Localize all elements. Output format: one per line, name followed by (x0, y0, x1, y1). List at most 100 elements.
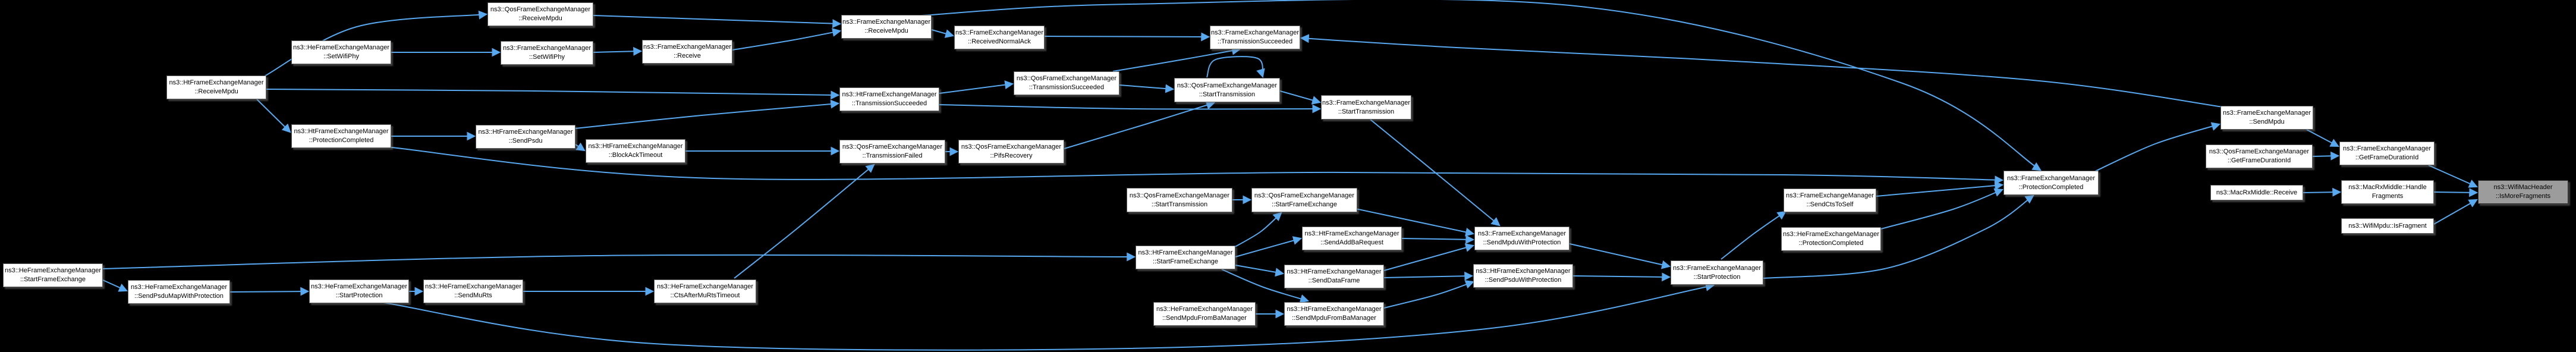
node-fem_scts[interactable]: ns3::FrameExchangeManager::SendCtsToSelf (1784, 188, 1876, 212)
node-fem_ts[interactable]: ns3::FrameExchangeManager::TransmissionS… (1210, 26, 1300, 49)
node-qos_gfdi[interactable]: ns3::QosFrameExchangeManager::GetFrameDu… (2206, 144, 2313, 168)
node-label-line: ns3::HeFrameExchangeManager (130, 284, 228, 291)
edge-ht_pc-fem_pc (386, 146, 2004, 185)
node-fem_recv[interactable]: ns3::FrameExchangeManager::Receive (642, 40, 732, 64)
node-label-line: ns3::HeFrameExchangeManager (656, 283, 754, 291)
node-qos_rmpdu[interactable]: ns3::QosFrameExchangeManager::ReceiveMpd… (487, 2, 593, 26)
edge-fem_rmpdu-fem_rna (931, 29, 955, 38)
node-wm_isfrag[interactable]: ns3::WifiMpdu::IsFragment (2341, 218, 2434, 234)
node-fem_rna[interactable]: ns3::FrameExchangeManager::ReceivedNorma… (954, 26, 1045, 49)
node-label-line: ::CtsAfterMuRtsTimeout (670, 292, 740, 299)
node-qos_st_a[interactable]: ns3::QosFrameExchangeManager::StartTrans… (1174, 78, 1280, 102)
node-he_swp[interactable]: ns3::HeFrameExchangeManager::SetWifiPhy (291, 40, 391, 64)
edge-fem_smwp-fem_sprot (1569, 243, 1671, 269)
node-qos_st_b[interactable]: ns3::QosFrameExchangeManager::StartTrans… (1127, 188, 1232, 212)
node-label-line: ns3::MacRxMiddle::Handle (2348, 184, 2427, 191)
node-he_spmwp[interactable]: ns3::HeFrameExchangeManager::SendPsduMap… (128, 280, 230, 304)
edge-qos_ts-fem_ts (1112, 46, 1241, 72)
edge-fem_swp-fem_recv (593, 46, 643, 56)
node-label-line: ::GetFrameDurationId (2227, 157, 2291, 164)
node-label-line: ::SendPsduMapWithProtection (134, 293, 224, 300)
node-fem_rmpdu[interactable]: ns3::FrameExchangeManager::ReceiveMpdu (841, 15, 932, 39)
node-he_smfbm[interactable]: ns3::HeFrameExchangeManager::SendMpduFro… (1153, 302, 1256, 326)
edge-ht_sdf-ht_spwp (1383, 271, 1474, 281)
node-ht_rmpdu[interactable]: ns3::HtFrameExchangeManager::ReceiveMpdu (166, 76, 266, 99)
node-label-line: ns3::HtFrameExchangeManager (478, 128, 573, 136)
node-label-line: ::IsMoreFragments (2495, 193, 2551, 200)
node-label-line: ::TransmissionSucceeded (851, 100, 927, 107)
node-label-line: ns3::FrameExchangeManager (1211, 29, 1299, 37)
node-ht_bat[interactable]: ns3::HtFrameExchangeManager::BlockAckTim… (586, 139, 685, 163)
node-label-line: ns3::HtFrameExchangeManager (1287, 306, 1382, 313)
node-fem_swp[interactable]: ns3::FrameExchangeManager::SetWifiPhy (501, 41, 593, 65)
edge-ht_ts-fem_st (939, 104, 1322, 114)
node-label-line: ::SendDataFrame (1308, 277, 1360, 284)
node-label-line: ns3::FrameExchangeManager (2223, 109, 2311, 117)
node-qos_tf[interactable]: ns3::QosFrameExchangeManager::Transmissi… (839, 140, 945, 164)
node-label-line: ::PifsRecovery (990, 152, 1033, 159)
node-wmh_imf[interactable]: ns3::WifiMacHeader::IsMoreFragments (2478, 180, 2568, 204)
node-fem_smpdu[interactable]: ns3::FrameExchangeManager::SendMpdu (2220, 106, 2313, 130)
node-label-line: ns3::FrameExchangeManager (842, 18, 930, 26)
node-ht_sfe[interactable]: ns3::HtFrameExchangeManager::StartFrameE… (1136, 246, 1235, 269)
node-ht_sabr[interactable]: ns3::HtFrameExchangeManager::SendAddBaRe… (1302, 227, 1402, 250)
node-qos_pr[interactable]: ns3::QosFrameExchangeManager::PifsRecove… (958, 140, 1064, 164)
node-label-line: ns3::HtFrameExchangeManager (1138, 249, 1233, 257)
node-label-line: ns3::QosFrameExchangeManager (842, 143, 943, 151)
node-ht_spwp[interactable]: ns3::HtFrameExchangeManager::SendPsduWit… (1473, 264, 1573, 288)
node-fem_sprot[interactable]: ns3::FrameExchangeManager::StartProtecti… (1671, 260, 1763, 285)
node-mrm_recv[interactable]: ns3::MacRxMiddle::Receive (2210, 185, 2303, 200)
node-label-line: ::SendMpduFromBaManager (1162, 315, 1247, 322)
edge-fem_rna-fem_ts (1044, 32, 1210, 42)
edge-fem_sprot-fem_scts (1721, 210, 1786, 260)
node-label-line: ns3::WifiMacHeader (2493, 184, 2553, 191)
node-he_sfe[interactable]: ns3::HeFrameExchangeManager::StartFrameE… (3, 263, 103, 287)
edge-fem_gfdi-wmh_imf (2428, 165, 2479, 188)
node-label-line: ns3::FrameExchangeManager (2007, 174, 2095, 182)
node-label-line: ::StartTransmission (1199, 90, 1256, 98)
node-label-line: ::StartFrameExchange (20, 276, 86, 283)
node-label-line: ::TransmissionFailed (862, 152, 923, 159)
edge-ht_sfe-ht_sabr (1235, 236, 1303, 257)
node-fem_smwp[interactable]: ns3::FrameExchangeManager::SendMpduWithP… (1474, 227, 1569, 250)
node-ht_ts[interactable]: ns3::HtFrameExchangeManager::Transmissio… (839, 87, 939, 111)
node-label-line: ns3::HeFrameExchangeManager (424, 283, 522, 291)
node-ht_spsdu[interactable]: ns3::HtFrameExchangeManager::SendPsdu (476, 125, 575, 149)
node-label-line: Fragments (2371, 193, 2404, 200)
node-ht_smfbm[interactable]: ns3::HtFrameExchangeManager::SendMpduFro… (1284, 302, 1384, 326)
node-label-line: ns3::WifiMpdu::IsFragment (2348, 222, 2427, 230)
node-label-line: ns3::QosFrameExchangeManager (1016, 75, 1117, 83)
edge-fem_smpdu-fem_ts (1300, 34, 2227, 108)
node-label-line: ::ReceiveMpdu (864, 27, 908, 34)
node-he_pc[interactable]: ns3::HeFrameExchangeManager::ProtectionC… (1781, 227, 1881, 251)
node-ht_pc[interactable]: ns3::HtFrameExchangeManager::ProtectionC… (291, 124, 391, 148)
edge-mrm_hf-wmh_imf (2433, 188, 2479, 197)
edge-qos_st_a-qos_st_a (1206, 56, 1265, 78)
node-label-line: ::TransmissionSucceeded (1217, 38, 1293, 45)
edge-ht_rmpdu-ht_ts (266, 89, 840, 100)
edge-mrm_recv-mrm_hf (2303, 187, 2342, 197)
edge-he_camrt-qos_tf (734, 164, 875, 279)
node-he_camrt[interactable]: ns3::HeFrameExchangeManager::CtsAfterMuR… (654, 279, 756, 303)
node-label-line: ::TransmissionSucceeded (1028, 84, 1105, 91)
node-fem_st[interactable]: ns3::FrameExchangeManager::StartTransmis… (1321, 95, 1411, 120)
node-label-line: ::Receive (674, 52, 701, 59)
node-ht_sdf[interactable]: ns3::HtFrameExchangeManager::SendDataFra… (1284, 265, 1384, 288)
node-label-line: ::SendPsdu (508, 137, 543, 144)
node-he_sp[interactable]: ns3::HeFrameExchangeManager::StartProtec… (309, 279, 409, 303)
edge-ht_spwp-fem_sprot (1572, 272, 1671, 282)
edge-ht_sfe-qos_sfe (1231, 212, 1282, 249)
node-he_murts[interactable]: ns3::HeFrameExchangeManager::SendMuRts (423, 279, 523, 303)
node-qos_sfe[interactable]: ns3::QosFrameExchangeManager::StartFrame… (1251, 188, 1357, 212)
node-fem_gfdi[interactable]: ns3::FrameExchangeManager::GetFrameDurat… (2339, 142, 2435, 165)
node-label-line: ::SetWifiPhy (323, 53, 359, 60)
edge-qos_pr-qos_st_a (1064, 100, 1216, 149)
edge-wm_isfrag-wmh_imf (2433, 199, 2478, 225)
node-qos_ts[interactable]: ns3::QosFrameExchangeManager::Transmissi… (1014, 71, 1119, 95)
node-label-line: ns3::HtFrameExchangeManager (1287, 268, 1382, 276)
node-fem_pc[interactable]: ns3::FrameExchangeManager::ProtectionCom… (2003, 171, 2099, 195)
node-label-line: ns3::FrameExchangeManager (1673, 264, 1761, 272)
